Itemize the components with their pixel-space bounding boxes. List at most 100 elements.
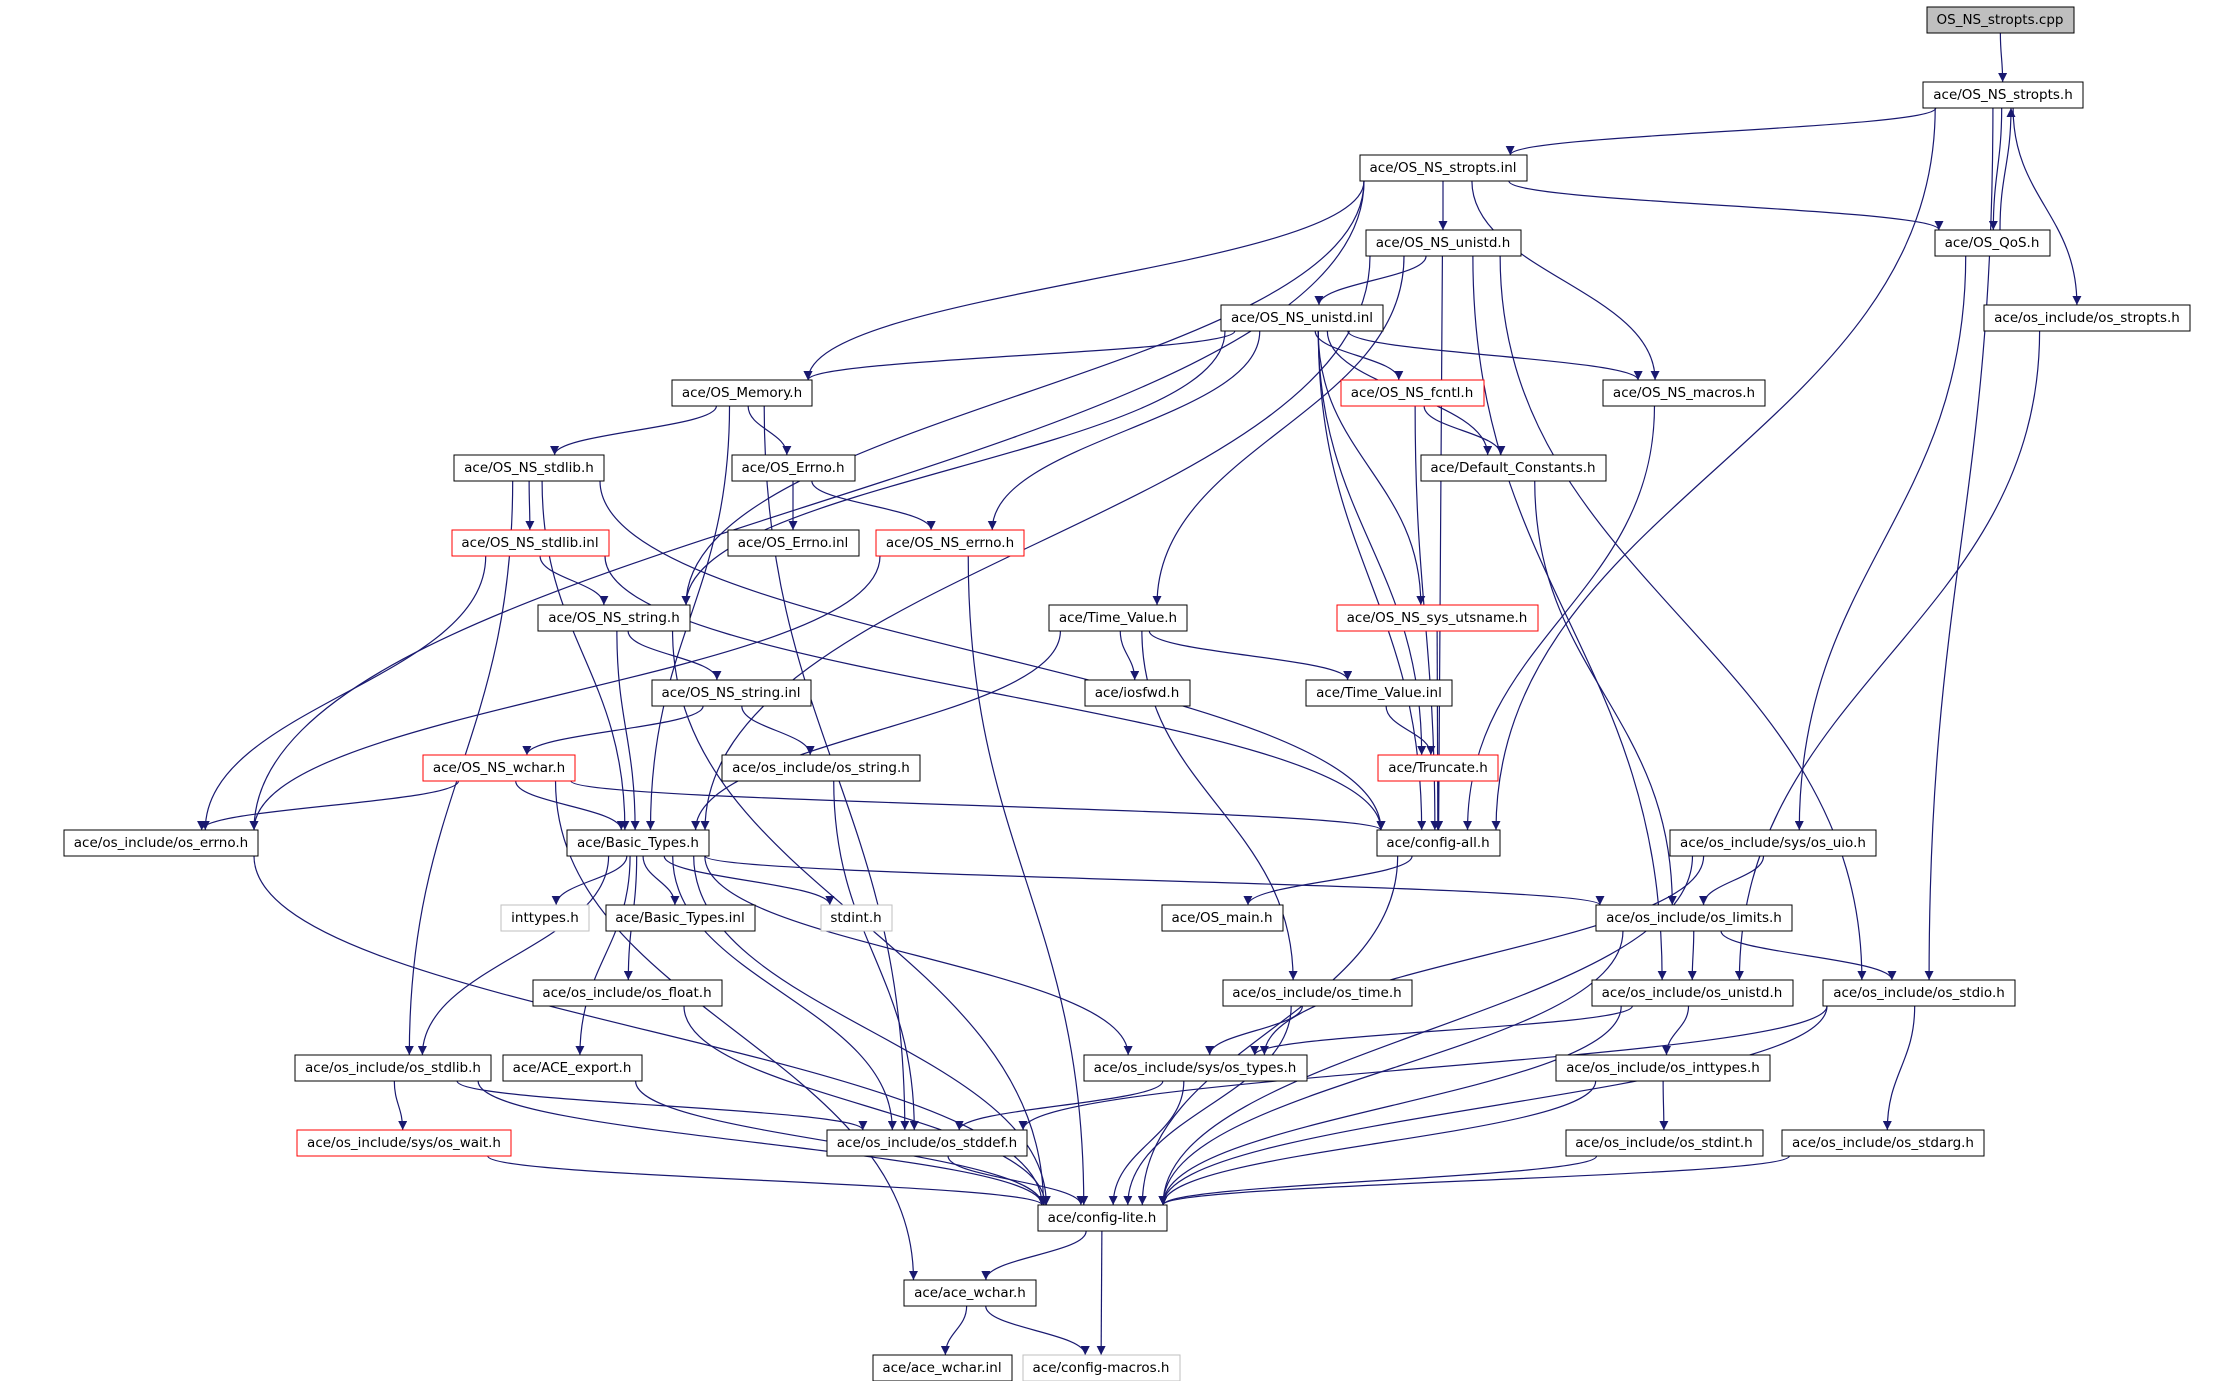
edge-n7-n16	[987, 330, 1261, 531]
edge-n23-n27	[515, 780, 626, 831]
node-label: ace/os_include/sys/os_wait.h	[307, 1135, 501, 1151]
node-label: ace/Basic_Types.inl	[615, 910, 744, 926]
node-box	[532, 979, 723, 1007]
node-box	[1595, 904, 1793, 932]
edge-n34-n38	[1720, 930, 1897, 981]
node-label: ace/ace_wchar.h	[914, 1285, 1026, 1301]
node-n18: ace/Time_Value.h	[1048, 604, 1188, 632]
node-label: ace/os_include/os_errno.h	[74, 835, 248, 851]
node-label: ace/ACE_export.h	[513, 1060, 632, 1076]
node-n4: ace/OS_QoS.h	[1934, 229, 2051, 257]
node-box	[1669, 829, 1877, 857]
node-box	[820, 904, 893, 932]
node-n39: ace/os_include/os_stdlib.h	[294, 1054, 492, 1082]
edge-n11-n14	[525, 480, 535, 531]
node-box	[451, 529, 610, 557]
edge-n38-n47	[1158, 1005, 1828, 1206]
edge-n2-n38	[1924, 107, 1994, 981]
node-box	[1161, 904, 1284, 932]
node-box	[872, 1354, 1013, 1381]
edge-n36-n41	[1205, 1005, 1303, 1056]
node-box	[1983, 304, 2191, 332]
edge-n44-n47	[947, 1155, 1086, 1206]
edge-n7-n28	[1317, 330, 1427, 831]
node-n29: ace/os_include/sys/os_uio.h	[1669, 829, 1877, 857]
node-label: stdint.h	[830, 910, 881, 926]
node-box	[1602, 379, 1766, 407]
edge-n27-n39	[417, 855, 610, 1056]
edge-n27-n30	[551, 855, 628, 906]
node-box	[1926, 6, 2075, 34]
node-label: ace/OS_NS_macros.h	[1613, 385, 1755, 401]
edge-n45-n47	[1158, 1155, 1598, 1206]
node-n14: ace/OS_NS_stdlib.inl	[451, 529, 610, 557]
node-label: ace/os_include/sys/os_types.h	[1094, 1060, 1297, 1076]
node-label: ace/OS_NS_stdlib.inl	[461, 535, 598, 551]
node-n9: ace/OS_NS_fcntl.h	[1340, 379, 1485, 407]
edge-n7-n8	[803, 330, 1236, 381]
node-n48: ace/ace_wchar.h	[903, 1279, 1037, 1307]
node-n37: ace/os_include/os_unistd.h	[1591, 979, 1794, 1007]
edge-n22-n25	[1385, 705, 1436, 756]
node-label: ace/config-macros.h	[1033, 1360, 1170, 1376]
edge-n29-n41	[1259, 855, 1705, 1056]
edge-n5-n37	[1734, 330, 2041, 981]
node-n41: ace/os_include/sys/os_types.h	[1083, 1054, 1308, 1082]
edge-n18-n21	[1119, 630, 1140, 681]
node-label: ace/os_include/os_stddef.h	[837, 1135, 1017, 1151]
node-box	[1377, 754, 1499, 782]
node-box	[1565, 1129, 1764, 1157]
edge-n41-n47	[1108, 1080, 1185, 1206]
edge-n20-n24	[741, 705, 815, 756]
node-n16: ace/OS_NS_errno.h	[875, 529, 1025, 557]
edge-n18-n27	[691, 630, 1061, 831]
edge-n48-n49	[940, 1305, 968, 1356]
edge-n39-n44	[456, 1080, 868, 1131]
node-label: ace/Time_Value.h	[1059, 610, 1177, 626]
edge-n18-n22	[1148, 630, 1353, 681]
node-n2: ace/OS_NS_stropts.h	[1922, 81, 2084, 109]
node-n12: ace/OS_Errno.h	[731, 454, 856, 482]
node-box	[422, 754, 576, 782]
node-label: ace/OS_NS_string.h	[548, 610, 680, 626]
node-label: inttypes.h	[511, 910, 579, 926]
node-n44: ace/os_include/os_stddef.h	[826, 1129, 1028, 1157]
node-label: OS_NS_stropts.cpp	[1937, 12, 2064, 28]
node-box	[1934, 229, 2051, 257]
edge-n47-n50	[1096, 1230, 1106, 1356]
node-n28: ace/config-all.h	[1376, 829, 1501, 857]
nodes-layer: OS_NS_stropts.cpp ace/OS_NS_stropts.h ace/…	[63, 6, 2191, 1381]
node-box	[566, 829, 710, 857]
edge-n39-n47	[477, 1080, 1047, 1206]
node-label: ace/OS_Errno.h	[741, 460, 844, 476]
node-n11: ace/OS_NS_stdlib.h	[453, 454, 605, 482]
node-n43: ace/os_include/sys/os_wait.h	[296, 1129, 512, 1157]
node-n42: ace/os_include/os_inttypes.h	[1555, 1054, 1771, 1082]
edge-n27-n31	[642, 855, 680, 906]
edge-n11-n28	[599, 480, 1386, 831]
node-label: ace/os_include/os_limits.h	[1606, 910, 1782, 926]
edge-n3-n8	[803, 180, 1365, 381]
edge-n3-n26	[249, 180, 1365, 831]
edge-n8-n11	[550, 405, 718, 456]
node-n33: ace/OS_main.h	[1161, 904, 1284, 932]
edge-n13-n34	[1534, 480, 1677, 906]
node-label: ace/OS_NS_string.inl	[661, 685, 800, 701]
edge-n6-n7	[1314, 255, 1427, 306]
node-label: ace/os_include/os_stdio.h	[1833, 985, 2005, 1001]
edge-n6-n28	[1434, 255, 1444, 831]
node-label: ace/OS_NS_unistd.inl	[1231, 310, 1373, 326]
node-n24: ace/os_include/os_string.h	[721, 754, 921, 782]
edge-n4-n29	[1794, 255, 1967, 831]
node-box	[296, 1129, 512, 1157]
node-n7: ace/OS_NS_unistd.inl	[1220, 304, 1384, 332]
node-label: ace/OS_NS_unistd.h	[1376, 235, 1511, 251]
edge-n12-n16	[811, 480, 936, 531]
node-label: ace/Time_Value.inl	[1316, 685, 1442, 701]
node-label: ace/os_include/os_string.h	[732, 760, 910, 776]
node-label: ace/os_include/os_inttypes.h	[1566, 1060, 1760, 1076]
node-n19: ace/OS_NS_sys_utsname.h	[1336, 604, 1539, 632]
node-box	[63, 829, 259, 857]
node-box	[537, 604, 691, 632]
node-box	[1555, 1054, 1771, 1082]
